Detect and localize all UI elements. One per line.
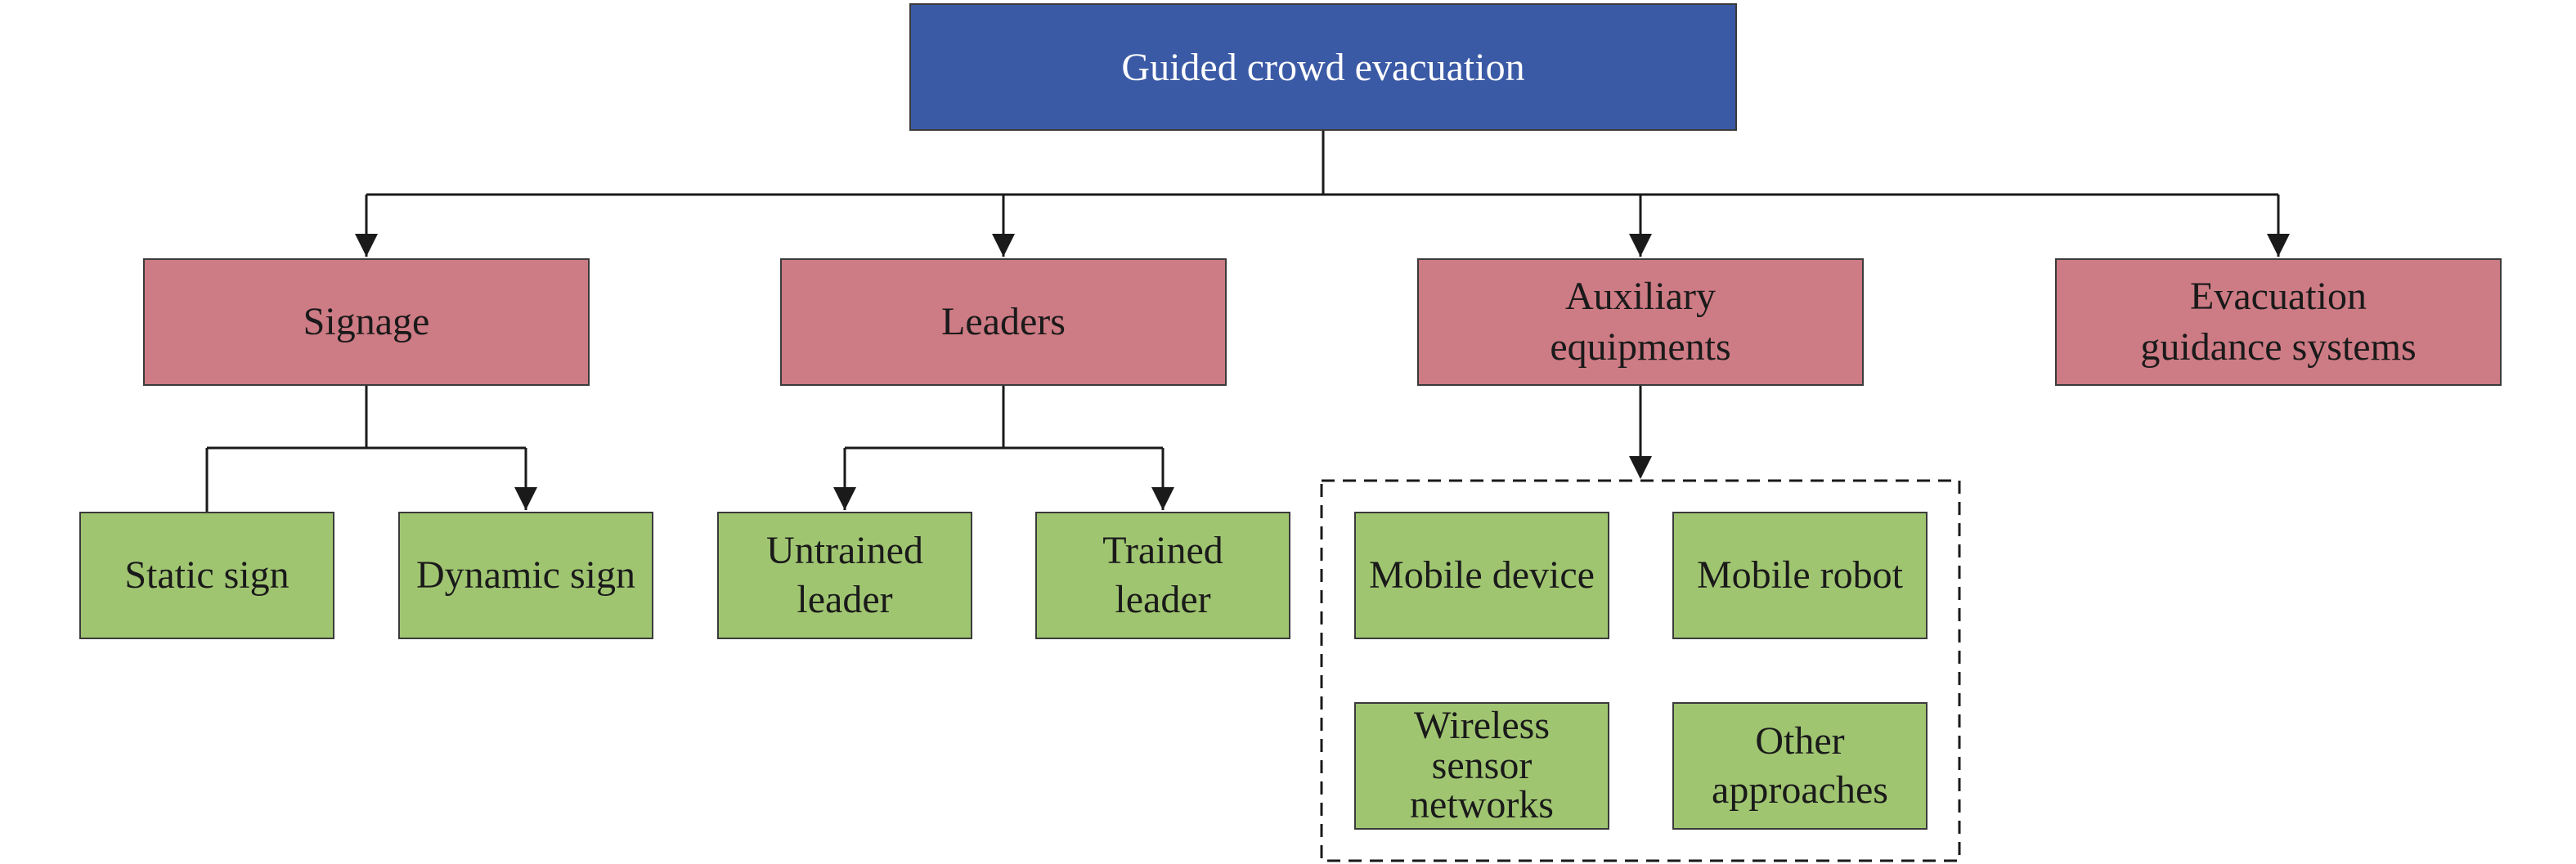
leaf-node-label: Untrained leader [766,529,923,621]
category-node-evacuation-guidance-systems: Evacuation guidance systems [2055,258,2502,386]
arrowhead-untrained-leader [833,487,856,510]
arrowhead-dynamic-sign [514,487,537,510]
leaf-node-other-approaches: Other approaches [1672,702,1928,830]
arrowhead-leaders [992,234,1015,257]
leaf-node-mobile-device: Mobile device [1354,512,1609,639]
category-node-label: Auxiliary equipments [1550,274,1731,369]
leaf-node-trained-leader: Trained leader [1035,512,1290,639]
leaf-node-label: Trained leader [1102,529,1223,621]
leaf-node-untrained-leader: Untrained leader [717,512,972,639]
arrowhead-signage [355,234,378,257]
arrowhead-auxiliary-group [1629,456,1652,479]
leaf-node-label: Static sign [124,553,289,597]
leaf-node-label: Mobile device [1369,553,1595,597]
leaf-node-wireless-sensor-networks: Wireless sensor networks [1354,702,1609,830]
category-node-label: Leaders [941,299,1066,343]
leaf-node-label: Other approaches [1712,719,1888,812]
leaf-node-dynamic-sign: Dynamic sign [398,512,653,639]
category-node-signage: Signage [143,258,590,386]
auxiliary-group-dashed-border [1320,479,1961,862]
leaf-node-label: Mobile robot [1697,553,1903,597]
leaf-node-label: Wireless sensor networks [1410,703,1554,827]
leaf-node-static-sign: Static sign [79,512,334,639]
leaf-node-mobile-robot: Mobile robot [1672,512,1928,639]
root-node-label: Guided crowd evacuation [1121,45,1525,89]
arrowhead-trained-leader [1151,487,1174,510]
category-node-label: Signage [303,299,430,343]
root-node-guided-crowd-evacuation: Guided crowd evacuation [909,3,1737,131]
arrowhead-auxiliary [1629,234,1652,257]
leaf-node-label: Dynamic sign [416,553,635,597]
category-node-leaders: Leaders [780,258,1227,386]
category-node-auxiliary-equipments: Auxiliary equipments [1417,258,1864,386]
arrowhead-guidance-systems [2267,234,2290,257]
category-node-label: Evacuation guidance systems [2140,274,2417,369]
